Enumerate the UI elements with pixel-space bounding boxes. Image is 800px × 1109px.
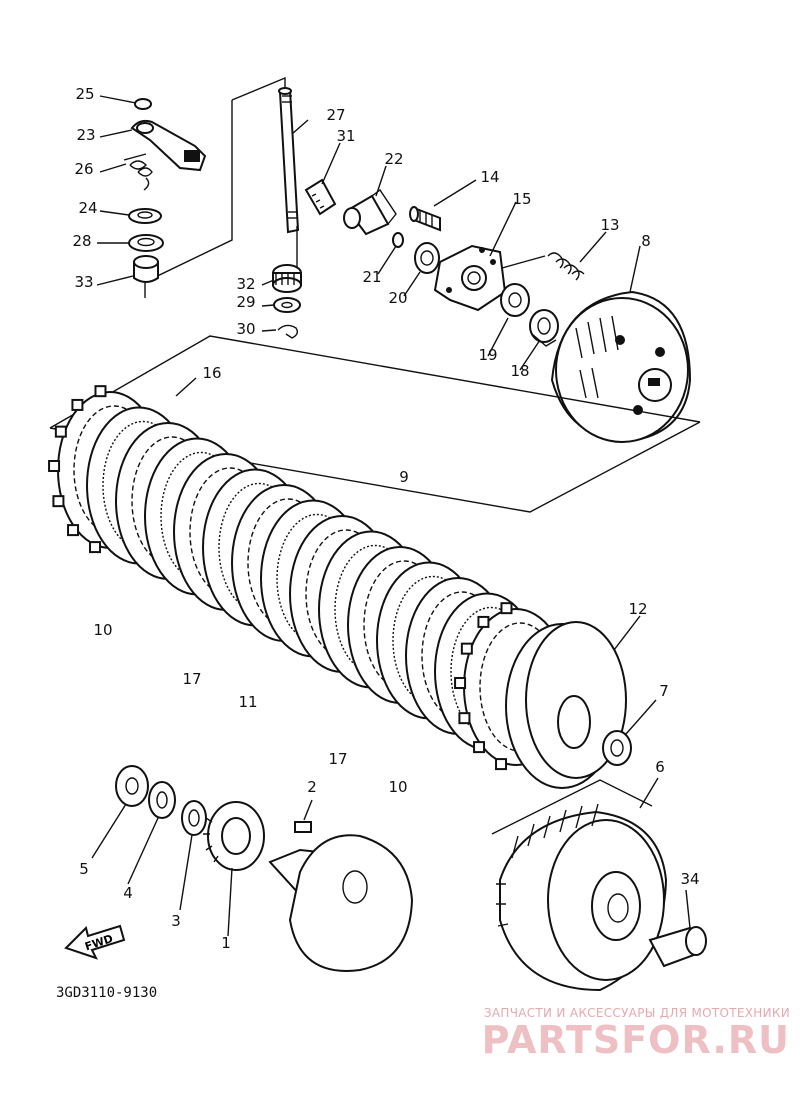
woodruff-key-part xyxy=(294,821,312,833)
forward-arrow-icon xyxy=(64,924,126,960)
callout-10: 10 xyxy=(93,621,112,639)
clutch-boss-part xyxy=(550,290,692,443)
primary-drive-gear-part xyxy=(203,801,265,871)
callout-27: 27 xyxy=(326,106,345,124)
callout-23: 23 xyxy=(76,126,95,144)
ball-part xyxy=(392,232,404,248)
oil-seal-part xyxy=(128,234,164,252)
c-clip-part xyxy=(277,324,299,339)
callout-15: 15 xyxy=(512,190,531,208)
callout-32: 32 xyxy=(236,275,255,293)
callout-16: 16 xyxy=(202,364,221,382)
callout-labels: 1234567891010111213141516171718192021222… xyxy=(72,85,699,953)
callout-9: 9 xyxy=(399,468,409,486)
callout-17: 17 xyxy=(182,670,201,688)
watermark-brand: PARTSFOR.RU xyxy=(481,1018,790,1062)
circlip-part xyxy=(134,98,152,110)
plate-tab xyxy=(473,741,486,754)
callout-12: 12 xyxy=(628,600,647,618)
callout-29: 29 xyxy=(236,293,255,311)
nut-part xyxy=(115,765,149,807)
bearing-part xyxy=(414,242,440,274)
callout-33: 33 xyxy=(74,273,93,291)
plate-tab xyxy=(477,615,490,628)
push-lever-part xyxy=(130,119,207,172)
plate-tab xyxy=(454,677,467,690)
part-code-label: 3GD3110-9130 xyxy=(56,985,158,1001)
plate-tab xyxy=(458,712,471,725)
callout-28: 28 xyxy=(72,232,91,250)
plate-tab xyxy=(500,602,513,615)
plate-tab xyxy=(67,524,80,537)
toothed-washer-part xyxy=(181,800,207,836)
plate-tab xyxy=(71,398,84,411)
callout-2: 2 xyxy=(307,778,317,796)
primary-driven-plate-part xyxy=(505,621,627,789)
callout-7: 7 xyxy=(659,682,669,700)
thrust-washer-part xyxy=(273,297,301,313)
primary-driven-gear-housing-part xyxy=(491,779,668,992)
callout-24: 24 xyxy=(78,199,97,217)
push-rod-part xyxy=(278,87,300,234)
callout-21: 21 xyxy=(362,268,381,286)
callout-10: 10 xyxy=(388,778,407,796)
callout-26: 26 xyxy=(74,160,93,178)
callout-1: 1 xyxy=(221,934,231,952)
callout-11: 11 xyxy=(238,693,257,711)
callout-14: 14 xyxy=(480,168,499,186)
clutch-plate-stack xyxy=(48,385,569,771)
pressure-bearing-part xyxy=(500,283,530,317)
callout-3: 3 xyxy=(171,912,181,930)
plate-tab xyxy=(54,425,67,438)
return-spring-part xyxy=(123,153,153,191)
callout-18: 18 xyxy=(510,362,529,380)
bush-part xyxy=(133,255,159,283)
circlip-large-part xyxy=(602,730,632,766)
callout-6: 6 xyxy=(655,758,665,776)
callout-25: 25 xyxy=(75,85,94,103)
callout-20: 20 xyxy=(388,289,407,307)
push-rod-end-part xyxy=(343,188,397,236)
plate-tab xyxy=(460,642,473,655)
lockwasher-lower-part xyxy=(148,781,176,819)
small-gear-part xyxy=(272,264,302,293)
callout-8: 8 xyxy=(641,232,651,250)
callout-31: 31 xyxy=(336,127,355,145)
lever-group-bracket xyxy=(144,76,286,298)
plate-tab xyxy=(495,758,508,771)
lock-washer-part xyxy=(529,309,559,347)
leader-lines xyxy=(91,95,691,937)
callout-13: 13 xyxy=(600,216,619,234)
plate-tab xyxy=(48,460,61,473)
watermark-subtitle: ЗАПЧАСТИ И АКСЕССУАРЫ ДЛЯ МОТОТЕХНИКИ xyxy=(483,1006,790,1020)
pressure-plate-part xyxy=(433,244,507,312)
plate-tab xyxy=(94,385,107,398)
callout-30: 30 xyxy=(236,320,255,338)
plate-tab xyxy=(52,495,65,508)
push-rod-pinion-part xyxy=(304,178,337,216)
bolt-part xyxy=(409,206,441,232)
callout-34: 34 xyxy=(680,870,699,888)
clutch-spring-part xyxy=(547,252,585,281)
washer-part xyxy=(128,208,162,224)
spacer-part xyxy=(648,926,707,968)
crankshaft-part xyxy=(268,834,414,972)
callout-22: 22 xyxy=(384,150,403,168)
callout-19: 19 xyxy=(478,346,497,364)
callout-17: 17 xyxy=(328,750,347,768)
plate-tab xyxy=(89,541,102,554)
callout-5: 5 xyxy=(79,860,89,878)
callout-4: 4 xyxy=(123,884,133,902)
